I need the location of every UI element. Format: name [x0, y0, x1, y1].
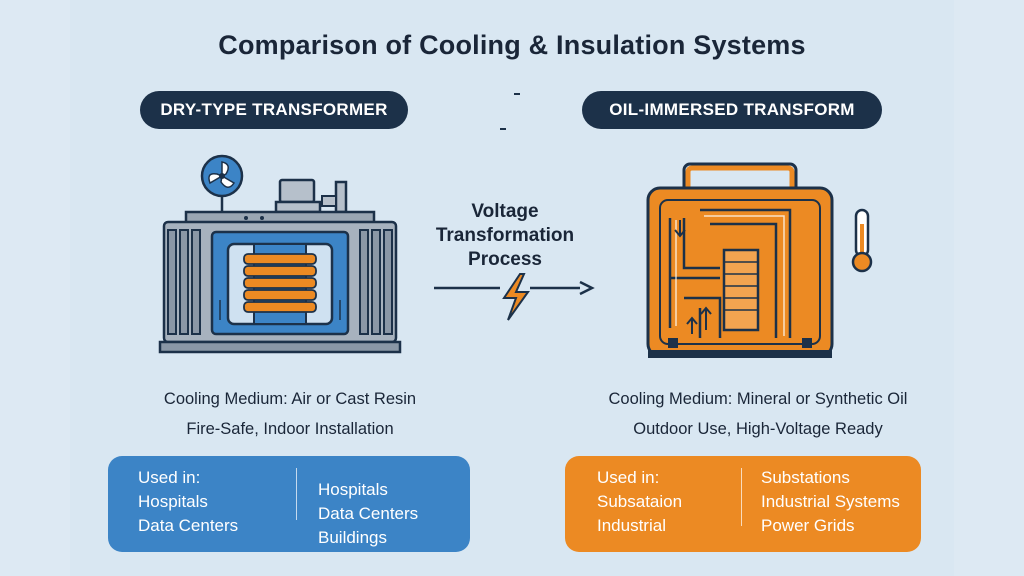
oil-immersed-transformer-illustration: [646, 162, 873, 358]
usage-item: Data Centers: [138, 516, 239, 535]
label-line: Process: [468, 249, 542, 270]
usage-item: Subsataion: [597, 492, 683, 511]
usage-item: Industrial: [597, 516, 666, 535]
cooling-medium-text: Cooling Medium: Mineral or Synthetic Oil: [608, 390, 908, 408]
usage-column: Hospitals Data Centers Buildings: [318, 478, 418, 550]
usage-column: Used in: Subsataion Industrial: [597, 466, 682, 538]
oil-immersed-description: Cooling Medium: Mineral or Synthetic Oil…: [548, 384, 968, 444]
column-divider: [741, 468, 742, 526]
dry-type-description: Cooling Medium: Air or Cast Resin Fire-S…: [100, 384, 480, 444]
usage-column: Used in: Hospitals Data Centers: [138, 466, 238, 538]
page-title: Comparison of Cooling & Insulation Syste…: [218, 30, 806, 60]
dry-type-header: DRY-TYPE TRANSFORMER: [140, 91, 408, 129]
dry-type-transformer-illustration: [158, 154, 402, 354]
lightning-bolt-icon: [502, 273, 530, 321]
voltage-process-label: Voltage Transformation Process: [430, 200, 580, 272]
process-arrow: [434, 273, 595, 321]
divider-mark: [514, 93, 520, 95]
fan-icon: [200, 154, 244, 216]
usage-item: Hospitals: [318, 480, 388, 499]
usage-item: Industrial Systems: [761, 492, 900, 511]
usage-item: Data Centers: [318, 504, 419, 523]
label-line: Transformation: [435, 225, 575, 246]
label-line: Voltage: [471, 201, 539, 222]
usage-item: Used in:: [597, 468, 660, 487]
dry-type-usage-box: Used in: Hospitals Data Centers Hospital…: [108, 456, 470, 552]
installation-text: Outdoor Use, High-Voltage Ready: [633, 420, 883, 438]
divider-mark: [500, 128, 506, 130]
usage-item: Used in:: [138, 468, 201, 487]
installation-text: Fire-Safe, Indoor Installation: [186, 420, 394, 438]
usage-column: Substations Industrial Systems Power Gri…: [761, 466, 900, 538]
usage-item: Buildings: [318, 528, 387, 547]
cooling-medium-text: Cooling Medium: Air or Cast Resin: [163, 390, 417, 408]
usage-item: Power Grids: [761, 516, 855, 535]
thermometer-icon: [851, 208, 873, 273]
oil-immersed-usage-box: Used in: Subsataion Industrial Substatio…: [565, 456, 921, 552]
column-divider: [296, 468, 297, 520]
arrow-right-icon: [434, 280, 595, 296]
oil-immersed-header: OIL-IMMERSED TRANSFORM: [582, 91, 882, 129]
usage-item: Substations: [761, 468, 850, 487]
usage-item: Hospitals: [138, 492, 208, 511]
